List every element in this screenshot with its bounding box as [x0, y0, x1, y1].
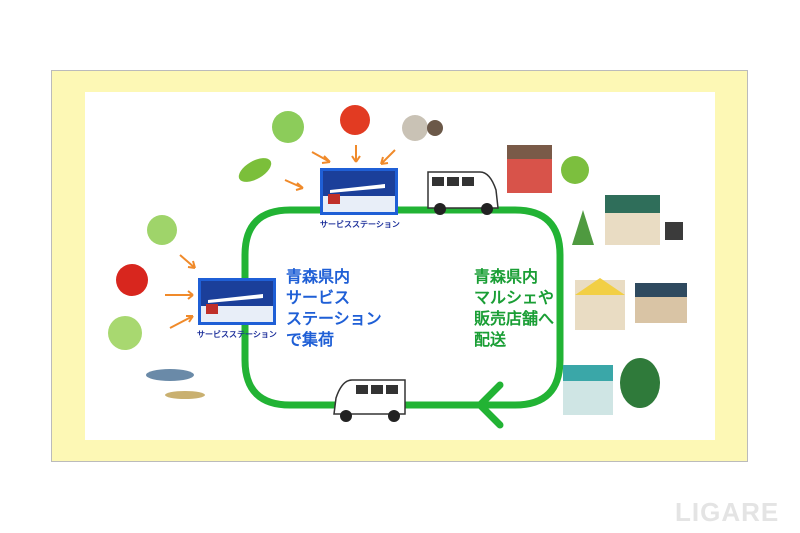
fish-icon: [146, 369, 194, 381]
produce-icons: [108, 105, 443, 399]
melon-icon: [272, 111, 304, 143]
station-label-top: サービスステーション: [320, 220, 400, 229]
edamame-icon: [238, 158, 272, 182]
delivery-loop: [241, 206, 564, 409]
tree-icon: [572, 210, 594, 245]
small-fish-icon: [165, 391, 205, 399]
collection-arrows: [165, 145, 396, 329]
delivery-text: 青森県内 マルシェや 販売店舗へ 配送: [474, 267, 555, 349]
apple-icon: [116, 264, 148, 296]
ligare-watermark: LIGARE: [675, 497, 780, 527]
tree-icon: [561, 156, 589, 184]
shellfish-icon: [402, 115, 428, 141]
van-bottom-icon: [333, 379, 406, 422]
station-label-left: サービスステーション: [197, 330, 277, 339]
market-icons: [507, 145, 687, 415]
van-top-icon: [427, 171, 499, 215]
loop-arrowhead: [475, 381, 504, 429]
signboard-icon: [665, 222, 683, 240]
service-station-top-icon: [320, 168, 398, 215]
collection-text: 青森県内 サービス ステーション で集荷: [286, 267, 382, 349]
lettuce-icon: [147, 215, 177, 245]
cabbage-icon: [108, 316, 142, 350]
tree-icon: [620, 358, 660, 408]
tomato-icon: [340, 105, 370, 135]
service-station-left-icon: [198, 278, 276, 325]
